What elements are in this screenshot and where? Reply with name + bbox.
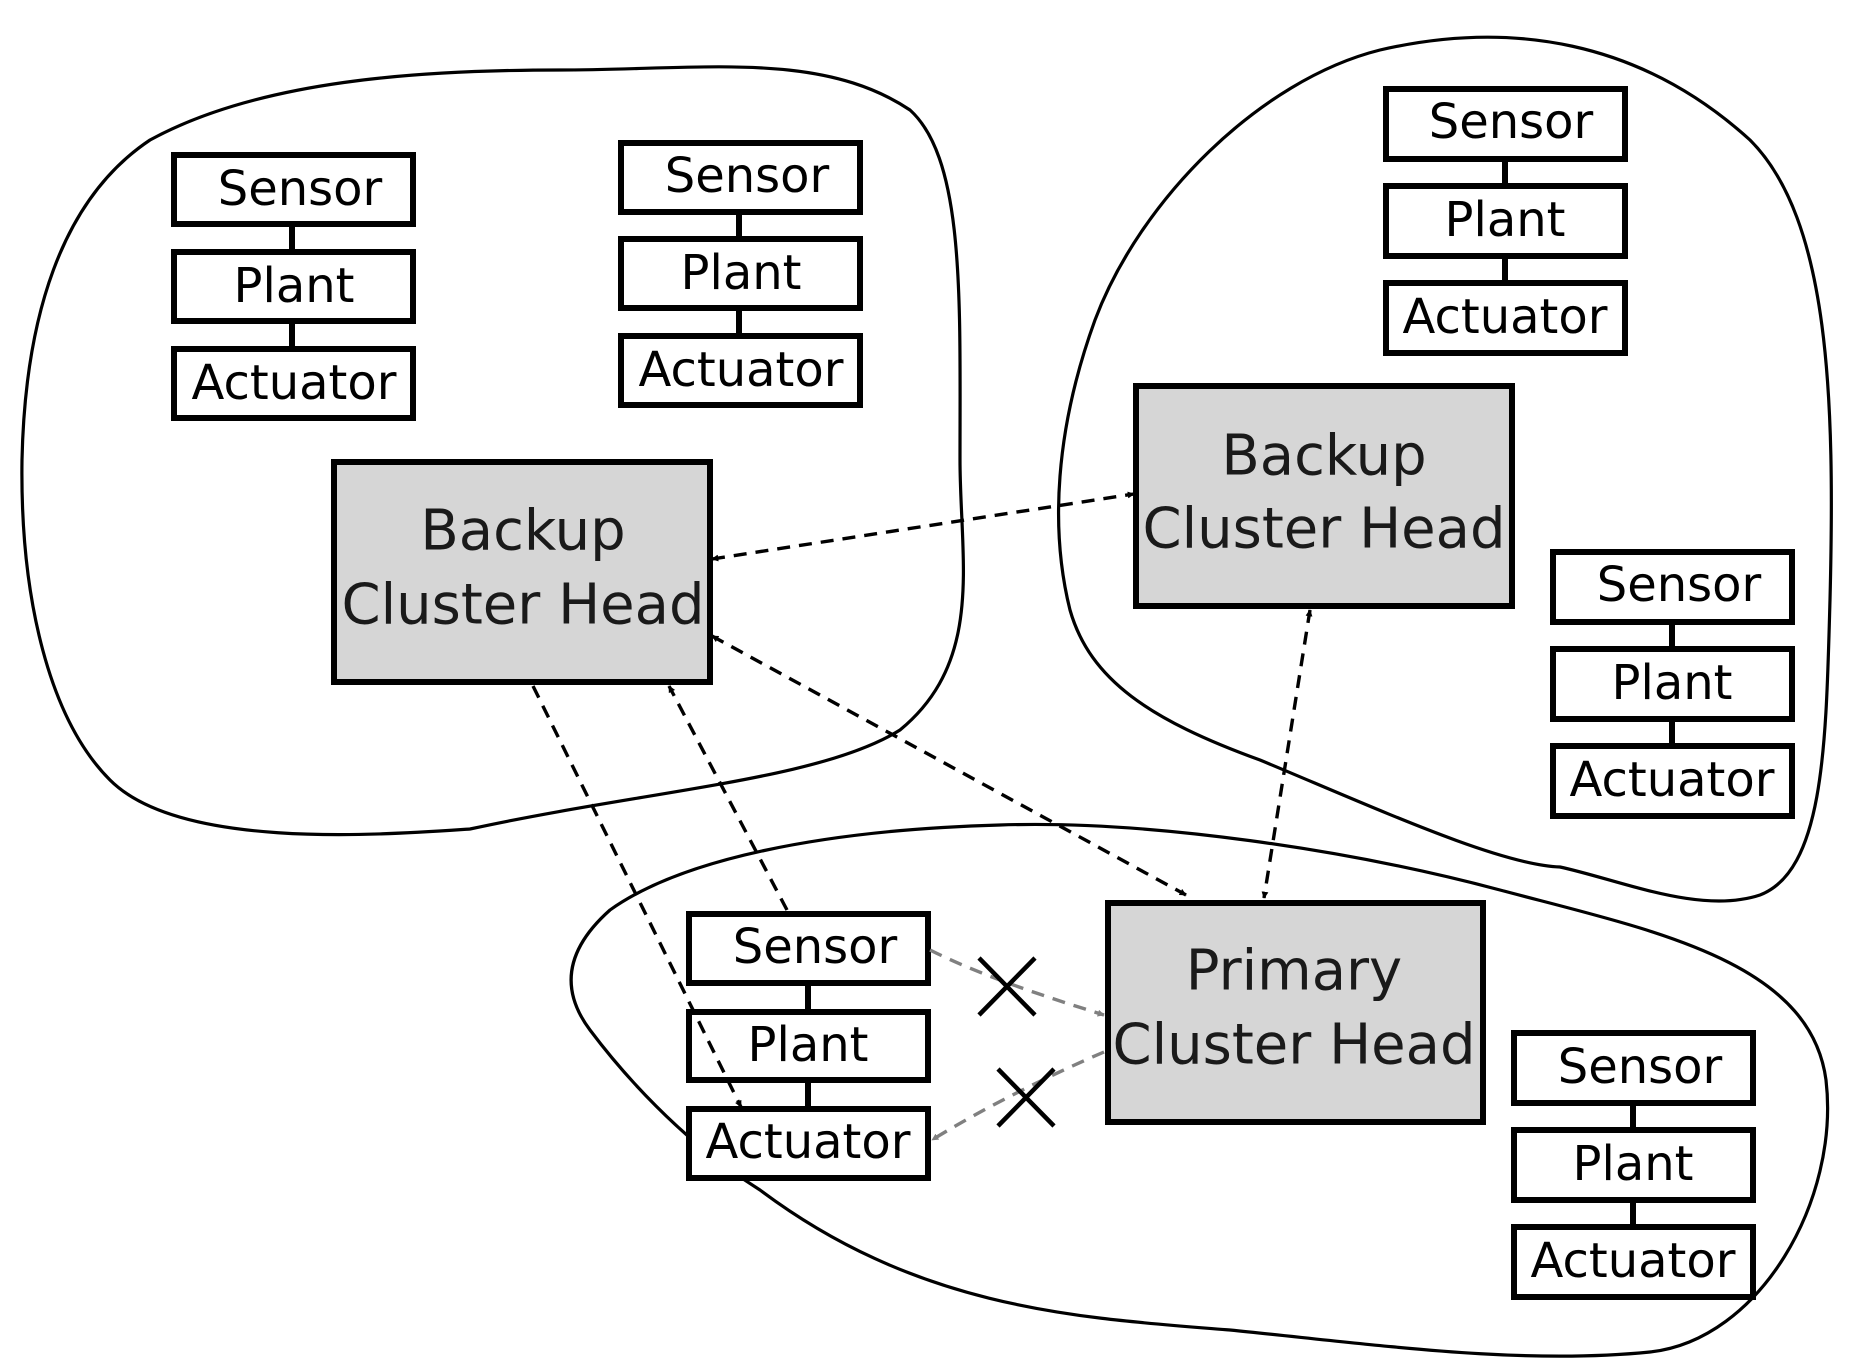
sensor-label: Sensor — [1558, 1039, 1723, 1095]
cross-mark-sensor-link — [977, 956, 1037, 1017]
sensor-box — [686, 911, 931, 986]
plant-box — [1383, 183, 1628, 259]
plant-label: Plant — [748, 1017, 869, 1073]
node-stack-right-a: Sensor Plant Actuator — [1383, 86, 1628, 356]
actuator-box — [618, 333, 863, 408]
backup-cluster-head-left: Backup Cluster Head — [331, 459, 713, 685]
actuator-label: Actuator — [706, 1114, 911, 1170]
sensor-label: Sensor — [1429, 94, 1594, 150]
actuator-box — [171, 346, 416, 421]
sensor-box — [1383, 86, 1628, 162]
node-stack-right-b: Sensor Plant Actuator — [1550, 549, 1795, 819]
actuator-box — [686, 1106, 931, 1181]
plant-label: Plant — [1445, 192, 1566, 248]
actuator-label: Actuator — [1570, 752, 1775, 808]
node-stack-bottom-b: Sensor Plant Actuator — [1511, 1030, 1756, 1300]
actuator-box — [1511, 1224, 1756, 1300]
failed-link-primary-to-actuator — [931, 1050, 1105, 1142]
plant-box — [1550, 646, 1795, 722]
actuator-box — [1383, 280, 1628, 356]
sensor-label: Sensor — [218, 161, 383, 217]
plant-label: Plant — [681, 245, 802, 301]
node-stack-left-a: Sensor Plant Actuator — [171, 152, 416, 421]
link-backup-left-to-backup-right — [711, 491, 1135, 562]
node-stack-left-b: Sensor Plant Actuator — [618, 140, 863, 408]
sensor-label: Sensor — [733, 919, 898, 975]
cluster-head-subtitle: Cluster Head — [342, 573, 705, 638]
backup-cluster-head-right: Backup Cluster Head — [1133, 383, 1515, 609]
primary-cluster-head: Primary Cluster Head — [1105, 900, 1486, 1125]
sensor-label: Sensor — [1597, 557, 1762, 613]
plant-box — [618, 236, 863, 311]
actuator-box — [1550, 743, 1795, 819]
actuator-label: Actuator — [639, 342, 844, 398]
actuator-label: Actuator — [1403, 289, 1608, 345]
cluster-head-subtitle: Cluster Head — [1113, 1013, 1476, 1078]
link-sensor-to-backup-left — [667, 685, 789, 911]
plant-label: Plant — [1612, 655, 1733, 711]
sensor-box — [1511, 1030, 1756, 1106]
sensor-box — [618, 140, 863, 215]
stack-connectors — [289, 159, 1675, 1227]
link-backup-left-to-primary — [711, 634, 1187, 897]
plant-box — [686, 1009, 931, 1083]
cluster-head-title: Primary — [1186, 939, 1402, 1004]
node-stack-bottom-a: Sensor Plant Actuator — [686, 911, 931, 1181]
cluster-head-subtitle: Cluster Head — [1143, 497, 1506, 562]
plant-box — [171, 249, 416, 324]
sensor-box — [1550, 549, 1795, 625]
actuator-label: Actuator — [192, 355, 397, 411]
sensor-box — [171, 152, 416, 227]
plant-label: Plant — [234, 258, 355, 314]
cluster-boundary-bottom — [569, 822, 1830, 1358]
link-backup-left-to-actuator — [531, 685, 743, 1108]
sensor-label: Sensor — [665, 148, 830, 204]
cross-mark-actuator-link — [996, 1067, 1056, 1128]
plant-box — [1511, 1127, 1756, 1203]
link-backup-right-to-primary — [1261, 609, 1313, 899]
actuator-label: Actuator — [1531, 1233, 1736, 1289]
plant-label: Plant — [1573, 1136, 1694, 1192]
failed-link-sensor-to-primary — [929, 948, 1105, 1017]
cluster-head-title: Backup — [1221, 424, 1426, 489]
cluster-head-title: Backup — [420, 499, 625, 564]
